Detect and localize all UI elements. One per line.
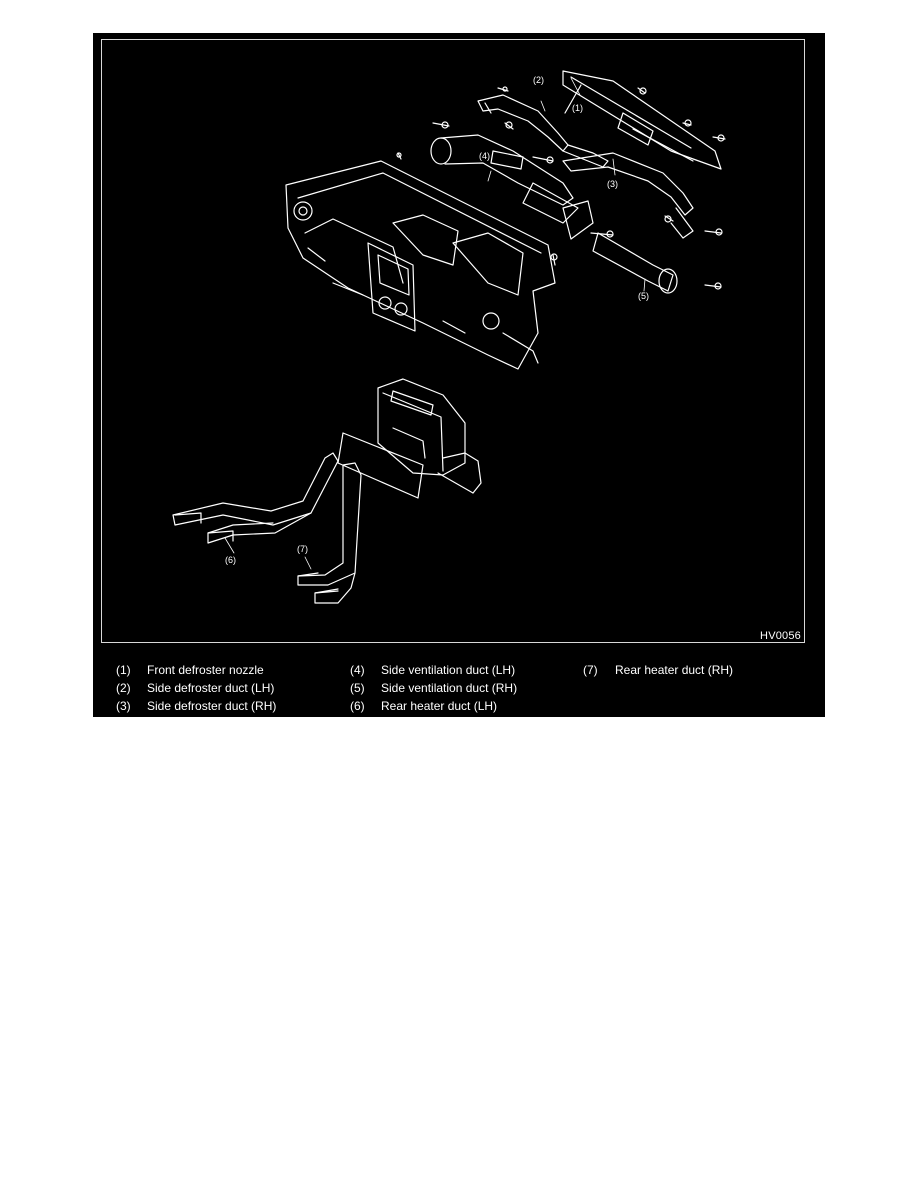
side-defroster-duct-rh — [562, 152, 694, 239]
callout-7: (7) — [297, 544, 308, 554]
legend-label: Front defroster nozzle — [147, 663, 264, 677]
callout-6: (6) — [225, 555, 236, 565]
exploded-diagram-panel: (2) (1) (3) (4) (5) (6) (7) HV0056 (1) F… — [93, 33, 825, 717]
legend-number: (5) — [350, 681, 365, 695]
callout-3: (3) — [607, 179, 618, 189]
legend-number: (1) — [116, 663, 131, 677]
legend-number: (3) — [116, 699, 131, 713]
legend-label: Side defroster duct (LH) — [147, 681, 275, 695]
fastener-screws — [396, 86, 726, 290]
instrument-panel — [285, 160, 556, 370]
legend-label: Side defroster duct (RH) — [147, 699, 277, 713]
legend-label: Rear heater duct (RH) — [615, 663, 734, 677]
figure-code: HV0056 — [760, 630, 801, 642]
legend-number: (7) — [583, 663, 598, 677]
duct-exploded-drawing: (2) (1) (3) (4) (5) (6) (7) — [172, 70, 726, 604]
legend-label: Rear heater duct (LH) — [381, 699, 498, 713]
legend-label: Side ventilation duct (RH) — [381, 681, 518, 695]
side-ventilation-duct-rh — [562, 200, 678, 294]
heater-unit — [337, 378, 482, 499]
side-defroster-duct-lh — [477, 94, 609, 168]
rear-heater-duct-rh — [297, 462, 362, 604]
side-ventilation-duct-lh — [430, 134, 579, 224]
front-defroster-nozzle — [562, 70, 722, 170]
callout-4: (4) — [479, 151, 490, 161]
callout-5: (5) — [638, 291, 649, 301]
legend-number: (4) — [350, 663, 365, 677]
callout-1: (1) — [572, 103, 583, 113]
legend-label: Side ventilation duct (LH) — [381, 663, 516, 677]
legend-number: (2) — [116, 681, 131, 695]
diagram-frame — [101, 39, 805, 643]
callout-2: (2) — [533, 75, 544, 85]
legend-number: (6) — [350, 699, 365, 713]
callout-leader-lines — [224, 77, 646, 570]
rear-heater-duct-lh — [172, 452, 339, 544]
